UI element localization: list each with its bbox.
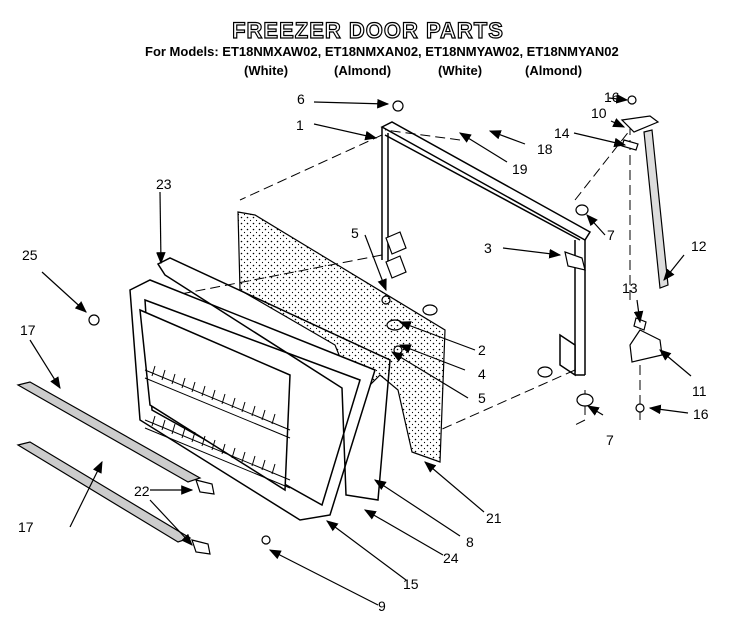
callout-17-b: 17 [18, 519, 34, 535]
alignment-lines [149, 125, 641, 431]
callout-13: 13 [622, 280, 638, 296]
callout-16-a: 16 [604, 89, 620, 105]
callout-4: 4 [478, 366, 486, 382]
callout-19: 19 [512, 161, 528, 177]
callout-14: 14 [554, 125, 570, 141]
color-label-almond-2: (Almond) [525, 63, 583, 78]
callout-17-a: 17 [20, 322, 36, 338]
callout-leaders [29, 94, 692, 606]
color-label-white-1: (White) [244, 63, 289, 78]
callout-18: 18 [537, 141, 553, 157]
door-gasket [156, 257, 391, 501]
door-shelves [144, 365, 291, 489]
shelf-bars [16, 381, 215, 555]
callout-7-b: 7 [606, 432, 614, 448]
callout-2: 2 [478, 342, 486, 358]
model-list: For Models: ET18NMXAW02, ET18NMXAN02, ET… [145, 44, 619, 59]
callout-24: 24 [443, 550, 459, 566]
callout-25: 25 [22, 247, 38, 263]
callout-numbers: 1 2 3 4 5 5 6 7 7 8 9 10 11 12 13 14 15 … [18, 89, 709, 614]
callout-8: 8 [466, 534, 474, 550]
hinge-parts [620, 115, 669, 363]
callout-16-b: 16 [693, 406, 709, 422]
diagram-title: FREEZER DOOR PARTS [231, 17, 504, 43]
callout-5-a: 5 [351, 225, 359, 241]
callout-15: 15 [403, 576, 419, 592]
color-label-almond-1: (Almond) [334, 63, 392, 78]
callout-23: 23 [156, 176, 172, 192]
color-label-white-2: (White) [438, 63, 483, 78]
callout-1: 1 [296, 117, 304, 133]
callout-10: 10 [591, 105, 607, 121]
callout-9: 9 [378, 598, 386, 614]
callout-22: 22 [134, 483, 150, 499]
callout-7-a: 7 [607, 227, 615, 243]
callout-6: 6 [297, 91, 305, 107]
callout-21: 21 [486, 510, 502, 526]
callout-11: 11 [692, 383, 707, 399]
callout-3: 3 [484, 240, 492, 256]
callout-12: 12 [691, 238, 707, 254]
callout-5-b: 5 [478, 390, 486, 406]
